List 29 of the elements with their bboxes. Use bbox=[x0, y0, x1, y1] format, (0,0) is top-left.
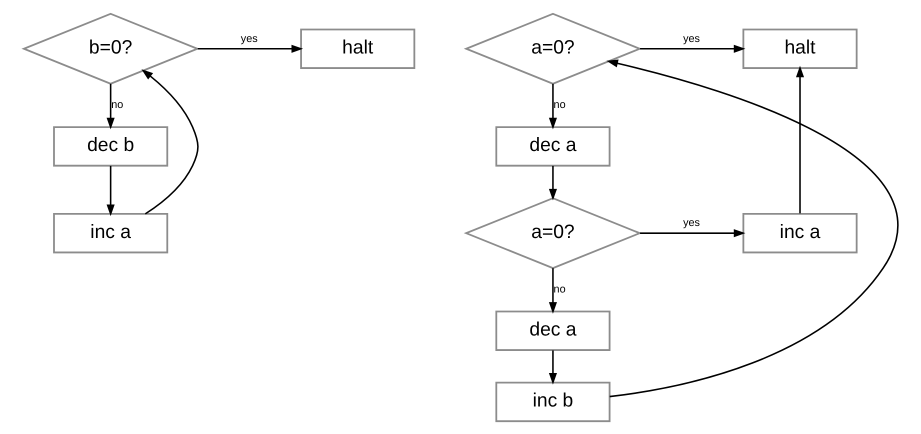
arrow bbox=[140, 68, 198, 214]
node-box: dec b bbox=[52, 126, 168, 166]
arrow bbox=[106, 83, 114, 129]
node-box: halt bbox=[300, 28, 415, 68]
node-box: inc a bbox=[52, 212, 168, 253]
edge-label: no bbox=[110, 98, 123, 111]
edge-label: yes bbox=[240, 32, 258, 44]
arrow bbox=[795, 65, 804, 213]
arrow bbox=[106, 165, 114, 216]
edge-label: yes bbox=[682, 216, 700, 229]
arrow bbox=[548, 83, 556, 129]
edge-label: no bbox=[553, 98, 566, 111]
node-box: dec a bbox=[494, 310, 610, 350]
edge-label: no bbox=[553, 282, 566, 295]
arrow bbox=[548, 165, 556, 200]
edge-label: yes bbox=[682, 32, 700, 44]
arrow bbox=[197, 44, 303, 52]
arrow bbox=[548, 350, 556, 384]
node-diamond: a=0? bbox=[463, 196, 642, 269]
node-box: halt bbox=[742, 28, 858, 68]
node-diamond: b=0? bbox=[20, 12, 200, 84]
arrow bbox=[548, 268, 556, 314]
arrow bbox=[640, 228, 745, 237]
arrow bbox=[606, 58, 898, 397]
node-box: dec a bbox=[494, 126, 610, 166]
arrow bbox=[640, 44, 745, 52]
node-diamond: a=0? bbox=[463, 12, 642, 84]
node-box: inc a bbox=[742, 212, 858, 253]
node-box: inc b bbox=[494, 381, 610, 422]
